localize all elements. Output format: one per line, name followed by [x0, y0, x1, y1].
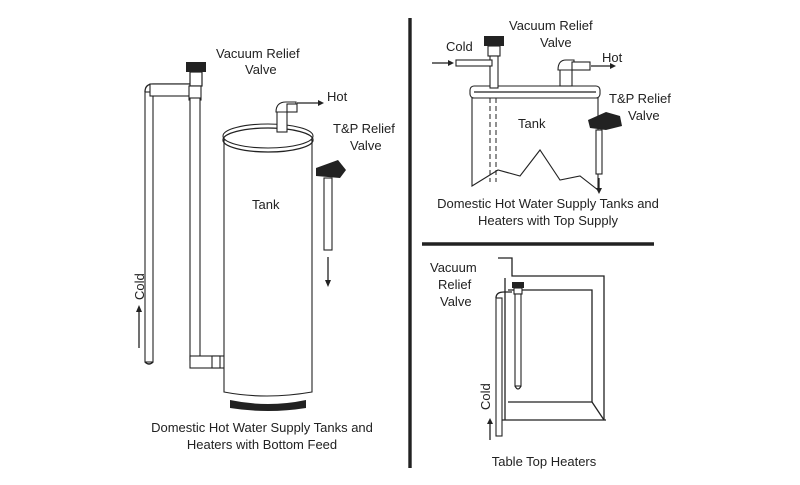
vacuum-relief-label-2: Valve [245, 62, 277, 77]
tp-relief-label-1: T&P Relief [333, 121, 395, 136]
table-top-cabinet [498, 257, 606, 421]
dip-pipe [188, 85, 227, 369]
hot-flow-arrow [591, 63, 616, 69]
hot-label: Hot [602, 50, 623, 65]
vacuum-relief-label-1: Vacuum Relief [216, 46, 300, 61]
cold-label: Cold [478, 383, 493, 410]
caption-line-2: Heaters with Bottom Feed [187, 437, 337, 452]
dip-pipe [514, 293, 522, 390]
cold-flow-arrow [136, 305, 142, 348]
dip-tube [489, 98, 497, 182]
tank-label: Tank [252, 197, 280, 212]
cold-supply-pipe [495, 291, 512, 437]
caption-line-1: Domestic Hot Water Supply Tanks and [437, 196, 659, 211]
hot-flow-arrow [297, 100, 324, 106]
hot-outlet-pipe [557, 59, 591, 87]
vacuum-relief-valve [455, 36, 504, 89]
cold-label: Cold [446, 39, 473, 54]
tp-relief-label-2: Valve [628, 108, 660, 123]
cold-flow-arrow [487, 418, 493, 440]
top-supply-panel: Vacuum Relief Valve Cold Hot T&P Relief … [432, 18, 671, 228]
vacuum-relief-valve [186, 62, 206, 87]
tank-body [222, 123, 314, 411]
table-top-panel: Vacuum Relief Valve Cold Table Top Heate… [430, 257, 606, 469]
vacuum-relief-label-1: Vacuum Relief [509, 18, 593, 33]
tp-relief-label-1: T&P Relief [609, 91, 671, 106]
vacuum-label-1: Vacuum [430, 260, 477, 275]
bottom-feed-panel: Vacuum Relief Valve Hot T&P Relief Valve… [132, 46, 395, 452]
discharge-arrow [596, 178, 602, 194]
tank-body [469, 85, 601, 192]
caption-line-1: Domestic Hot Water Supply Tanks and [151, 420, 373, 435]
cold-label: Cold [132, 273, 147, 300]
vacuum-label-3: Valve [440, 294, 472, 309]
vacuum-relief-label-2: Valve [540, 35, 572, 50]
caption: Table Top Heaters [492, 454, 597, 469]
cold-supply-pipe [144, 83, 195, 365]
caption-line-2: Heaters with Top Supply [478, 213, 618, 228]
discharge-arrow [325, 257, 331, 287]
tp-relief-valve [316, 160, 346, 251]
tp-relief-label-2: Valve [350, 138, 382, 153]
tp-relief-valve [588, 112, 622, 175]
hot-label: Hot [327, 89, 348, 104]
hot-outlet-pipe [275, 101, 298, 133]
vacuum-label-2: Relief [438, 277, 472, 292]
cold-flow-arrow [432, 60, 454, 66]
vacuum-relief-valve [512, 282, 524, 295]
tank-label: Tank [518, 116, 546, 131]
